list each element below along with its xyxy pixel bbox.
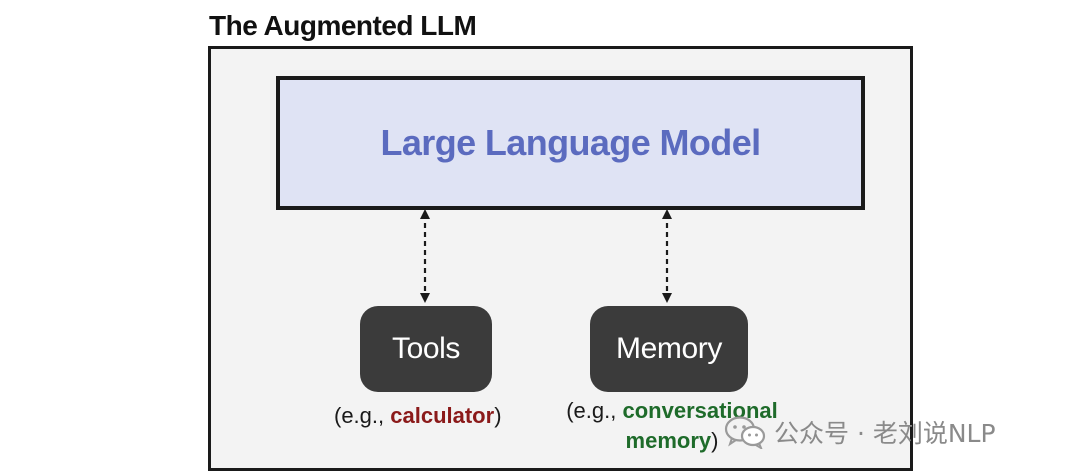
memory-caption-line1: (e.g., conversational (556, 396, 788, 426)
memory-label: Memory (616, 332, 722, 365)
memory-caption-highlight-line2: memory (625, 428, 712, 453)
memory-caption: (e.g., conversational memory) (556, 396, 788, 456)
memory-node: Memory (590, 306, 748, 392)
memory-caption-highlight-line1: conversational (622, 398, 778, 423)
memory-caption-suffix: ) (711, 428, 719, 453)
llm-box: Large Language Model (276, 76, 865, 210)
watermark: 公众号 · 老刘说NLP (724, 414, 996, 450)
tools-node: Tools (360, 306, 492, 392)
watermark-text: 公众号 · 老刘说NLP (774, 419, 996, 448)
tools-caption-suffix: ) (494, 403, 502, 428)
memory-caption-line2: memory) (556, 426, 788, 456)
tools-caption: (e.g., calculator) (334, 401, 502, 431)
tools-caption-highlight: calculator (390, 403, 495, 428)
memory-caption-prefix: (e.g., (566, 398, 623, 423)
diagram-title: The Augmented LLM (209, 10, 477, 41)
wechat-icon (724, 416, 766, 449)
tools-label: Tools (391, 332, 461, 365)
tools-caption-prefix: (e.g., (334, 403, 391, 428)
llm-label: Large Language Model (380, 122, 761, 163)
